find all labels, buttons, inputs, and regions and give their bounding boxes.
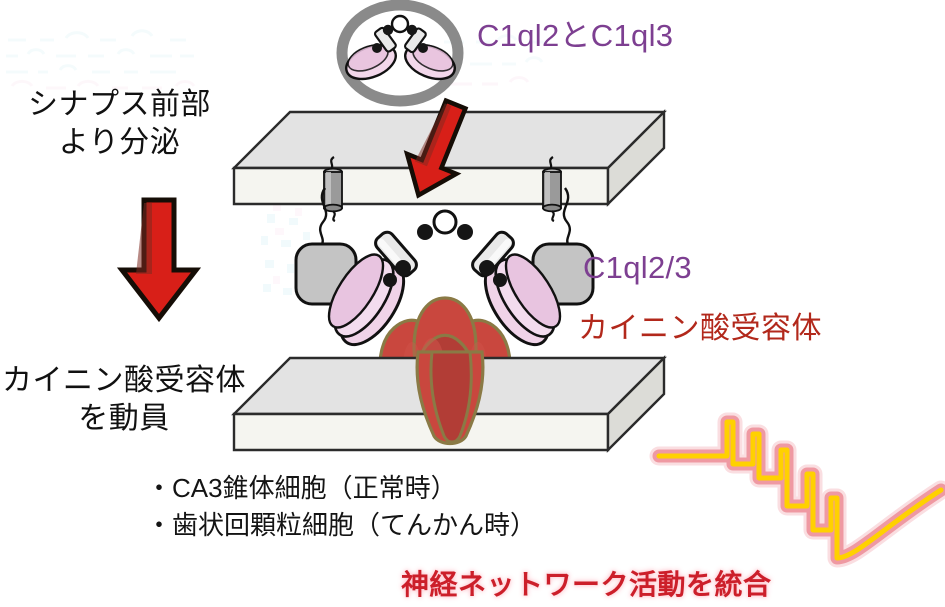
conclusion-label: 神経ネットワーク活動を統合	[401, 569, 772, 600]
bullet-item-dentate: ・歯状回顆粒細胞（てんかん時）	[146, 509, 537, 540]
presynaptic-label-line2: より分泌	[58, 126, 181, 160]
recruit-down-arrow-icon	[112, 196, 212, 324]
circled-c1ql-molecule-icon	[330, 0, 480, 108]
kainate-receptor-stem	[408, 350, 492, 448]
synaptic-current-trace	[649, 398, 945, 568]
presynaptic-label-line1: シナプス前部	[28, 88, 211, 121]
bullet-item-ca3: ・CA3錐体細胞（正常時）	[146, 473, 457, 503]
recruit-receptor-label: カイニン酸受容体 を動員	[2, 362, 246, 439]
tether-left	[318, 187, 328, 247]
recruit-label-line1: カイニン酸受容体	[2, 364, 246, 397]
c1ql-complex-label: C1ql2/3	[583, 250, 692, 285]
tether-right	[562, 187, 572, 247]
complex-joints	[383, 209, 507, 287]
transmembrane-anchor-left	[318, 155, 354, 223]
cell-type-bullet-list: ・CA3錐体細胞（正常時） ・歯状回顆粒細胞（てんかん時）	[146, 470, 536, 544]
transmembrane-anchor-right	[537, 155, 573, 223]
presynaptic-secretion-label: シナプス前部 より分泌	[28, 86, 211, 163]
recruit-label-line2: を動員	[78, 402, 170, 436]
kainate-receptor-label: カイニン酸受容体	[578, 312, 822, 345]
top-molecule-label: C1ql2とC1ql3	[477, 18, 674, 53]
secretion-arrow-icon	[403, 97, 494, 208]
